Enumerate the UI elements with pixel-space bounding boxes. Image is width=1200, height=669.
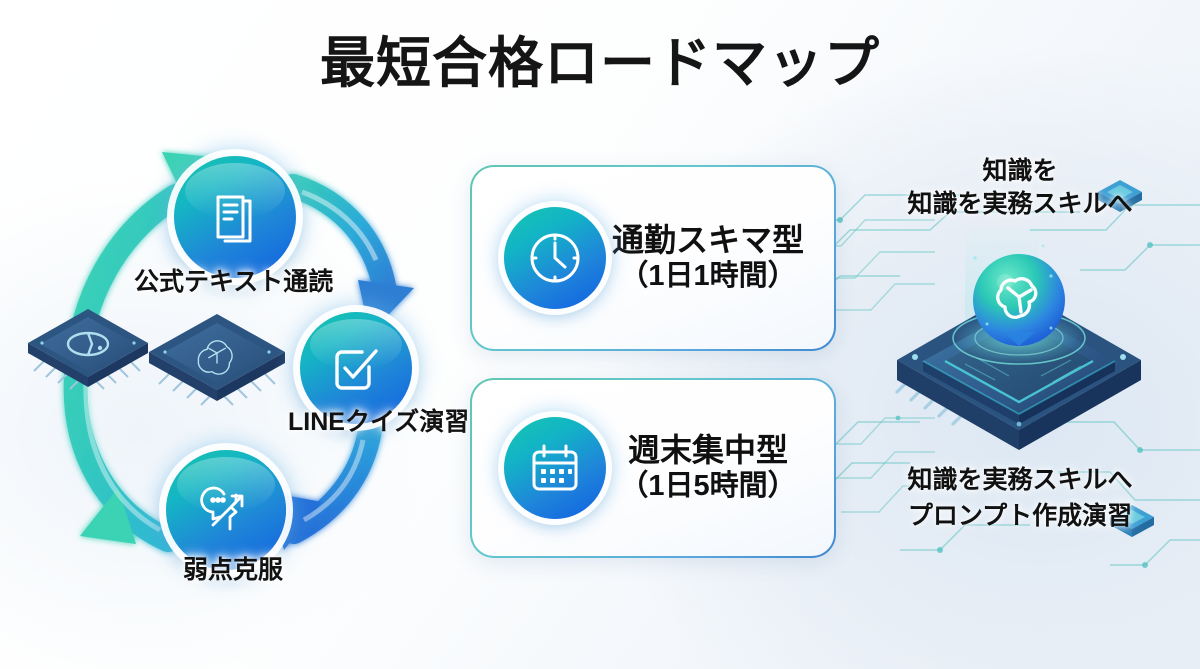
card-subtitle: （1日5時間） [619, 470, 797, 503]
clock-icon [530, 233, 580, 283]
ai-flower-chip-icon [149, 314, 285, 406]
right-bottom-line1: 知識を実務スキルへ [907, 466, 1133, 494]
page-title: 最短合格ロードマップ [319, 32, 880, 94]
cycle-label-3: 弱点克服 [183, 556, 284, 584]
book-icon [216, 195, 252, 243]
right-top-line1: 知識を [982, 157, 1058, 185]
node-gloss [310, 318, 402, 371]
card-title: 週末集中型 [627, 431, 788, 468]
node-gradient-ring [166, 450, 286, 570]
node-gloss [176, 457, 276, 513]
card-weekend[interactable]: 週末集中型 （1日5時間） [470, 378, 836, 558]
calendar-icon [532, 444, 578, 491]
orbit-chip-icon [28, 309, 148, 390]
cycle-label-1: 公式テキスト通読 [134, 268, 334, 296]
card-icon-calendar [504, 417, 606, 519]
icon-gradient-ring [504, 417, 606, 519]
node-gradient-ring [174, 156, 296, 278]
cycle-node-3[interactable] [166, 450, 286, 570]
cycle-node-1[interactable] [174, 156, 296, 278]
cycle-arrow-2 [268, 418, 382, 550]
right-bottom-line2: プロンプト作成演習 [907, 502, 1133, 531]
cycle-label-2: LINEクイズ演習 [288, 408, 470, 436]
node-gloss [184, 163, 285, 220]
card-text-weekend: 週末集中型 （1日5時間） [606, 432, 816, 505]
card-commute[interactable]: 通勤スキマ型 （1日1時間） [470, 165, 836, 351]
cycle-node-2[interactable] [300, 312, 412, 424]
right-top-line2: 知識を実務スキルへ [907, 190, 1133, 218]
node-gradient-ring [300, 312, 412, 424]
right-top-caption: 知識を 知識を実務スキルへ [845, 155, 1195, 221]
card-text-commute: 通勤スキマ型 （1日1時間） [606, 222, 816, 295]
head-growth-icon [200, 486, 244, 531]
card-subtitle: （1日1時間） [619, 260, 797, 293]
right-bottom-caption: 知識を実務スキルへ プロンプト作成演習 [845, 462, 1195, 535]
ai-chip-hologram-icon [895, 228, 1141, 450]
card-icon-clock [504, 207, 606, 309]
study-cycle: 公式テキスト通読 LINEクイズ演習 弱点克服 [28, 140, 469, 610]
checkbox-check-icon [335, 349, 378, 390]
card-title: 通勤スキマ型 [611, 221, 804, 258]
